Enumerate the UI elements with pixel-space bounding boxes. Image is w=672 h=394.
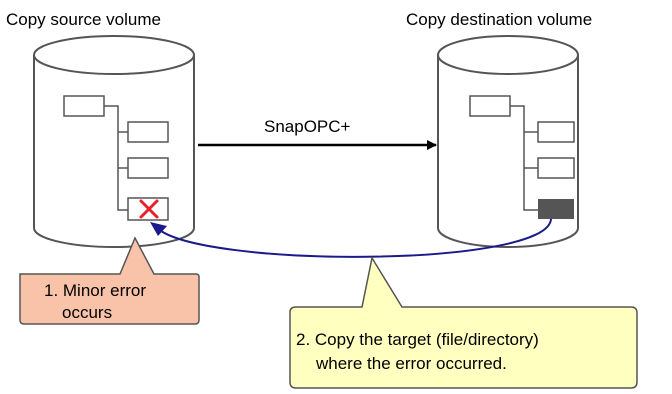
source-file-1 bbox=[127, 121, 169, 143]
snapopc-label: SnapOPC+ bbox=[264, 117, 351, 136]
return-arrow-head bbox=[150, 222, 167, 236]
source-file-2 bbox=[127, 157, 169, 179]
destination-file-tree bbox=[469, 95, 575, 211]
callout-error-line1: 1. Minor error bbox=[44, 281, 146, 300]
source-volume-title: Copy source volume bbox=[6, 10, 161, 29]
return-copy-arrow bbox=[155, 218, 552, 258]
red-x-icon bbox=[139, 199, 159, 219]
destination-volume-title: Copy destination volume bbox=[406, 10, 592, 29]
source-volume-cylinder bbox=[33, 35, 195, 248]
source-root-folder bbox=[63, 95, 105, 117]
callout-copy-line1: 2. Copy the target (file/directory) bbox=[296, 330, 539, 349]
destination-file-1 bbox=[537, 121, 575, 143]
filled-gray-block-icon bbox=[538, 199, 574, 219]
destination-file-2 bbox=[537, 157, 575, 179]
callout-error-line2: occurs bbox=[62, 303, 112, 322]
source-file-tree bbox=[63, 95, 169, 221]
copy-target-callout bbox=[289, 255, 638, 389]
callout-copy-line2: where the error occurred. bbox=[315, 354, 507, 373]
destination-root-folder bbox=[469, 95, 511, 117]
minor-error-callout bbox=[19, 236, 200, 325]
